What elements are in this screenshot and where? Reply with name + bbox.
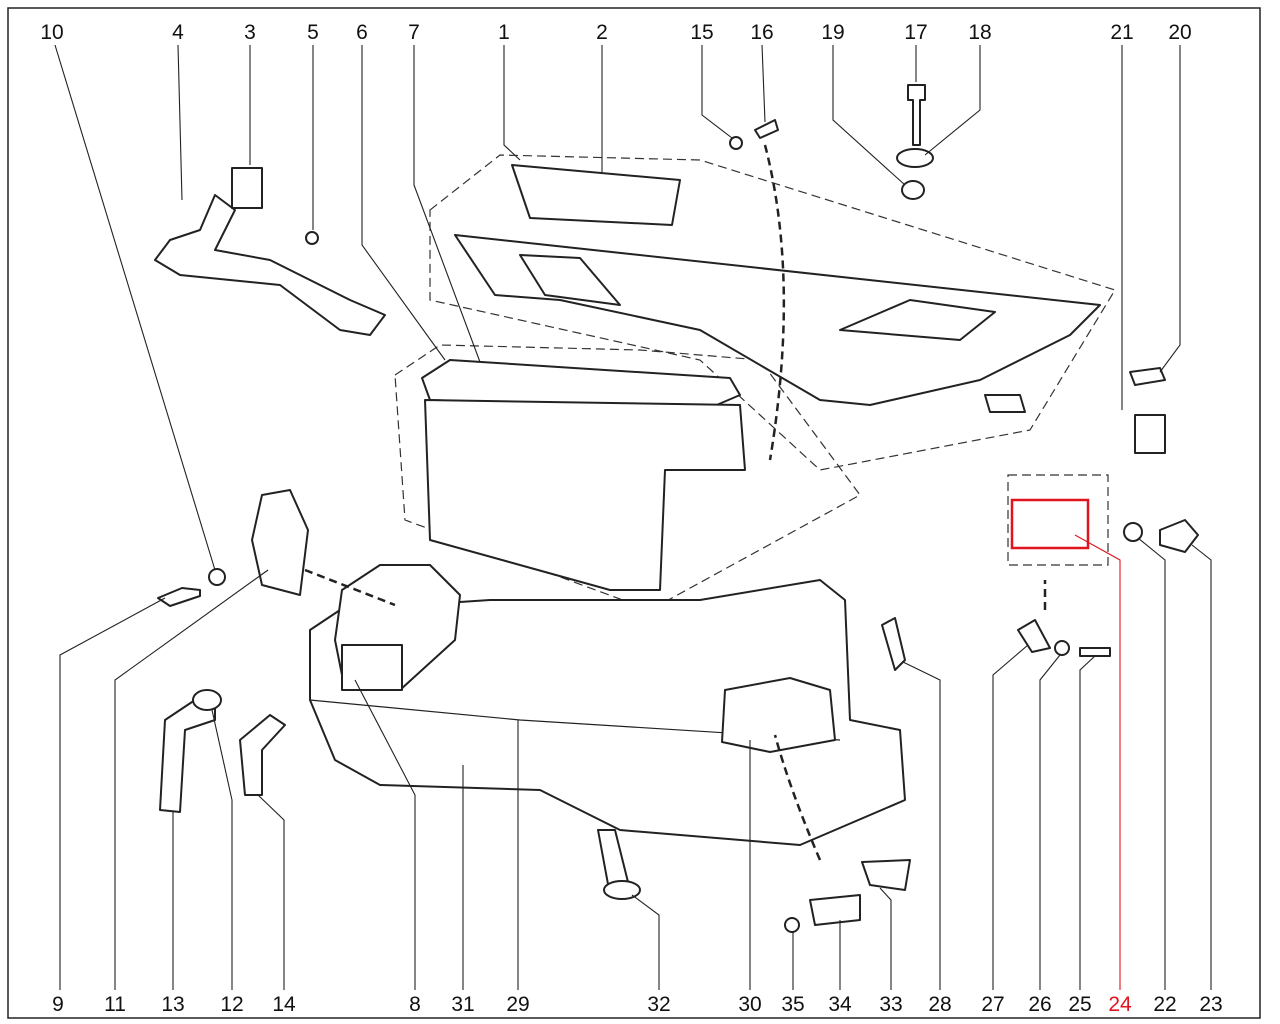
washer-18 <box>896 148 934 168</box>
top-callout-labels: 10 4 3 5 6 7 1 2 15 16 19 17 18 21 20 <box>40 21 1191 44</box>
leader-lines <box>54 44 1212 990</box>
nut-35 <box>784 917 800 933</box>
nut-19 <box>901 180 925 200</box>
hose-13 <box>159 699 216 813</box>
callout-11: 11 <box>104 993 126 1016</box>
callout-4: 4 <box>172 21 184 44</box>
blower-wheel <box>341 644 403 691</box>
bracket-11 <box>251 489 309 596</box>
callout-3: 3 <box>244 21 256 44</box>
upper-duct <box>454 234 1101 406</box>
callout-24-highlighted[interactable]: 24 <box>1108 993 1132 1016</box>
callout-34: 34 <box>828 993 852 1016</box>
clip-20 <box>1129 367 1166 386</box>
clamp-12 <box>192 689 222 711</box>
callout-18: 18 <box>968 21 991 44</box>
washer-26 <box>1054 640 1070 656</box>
pad-21 <box>1134 414 1166 454</box>
callout-16: 16 <box>750 21 773 44</box>
outlet-30 <box>721 677 836 753</box>
parts-illustration <box>154 84 1199 933</box>
callout-29: 29 <box>506 993 529 1016</box>
callout-19: 19 <box>821 21 844 44</box>
bolt-17 <box>907 84 926 146</box>
callout-10: 10 <box>40 21 63 44</box>
clip-34 <box>809 894 861 926</box>
callout-6: 6 <box>356 21 368 44</box>
flap-2 <box>511 164 681 226</box>
clip-27 <box>1017 619 1051 653</box>
connector-3 <box>231 167 263 209</box>
assembly-arrow-30 <box>773 734 822 861</box>
main-housing-29 <box>309 579 906 846</box>
callout-7: 7 <box>408 21 420 44</box>
washer-22 <box>1123 522 1143 542</box>
cap-23 <box>1159 519 1199 553</box>
callout-13: 13 <box>161 993 184 1016</box>
callout-27: 27 <box>981 993 1004 1016</box>
callout-30: 30 <box>738 993 761 1016</box>
upper-housing-outline <box>429 154 1116 471</box>
duct-vent-left <box>519 254 621 306</box>
diagram-frame <box>7 7 1261 1019</box>
callout-35: 35 <box>781 993 804 1016</box>
callout-5: 5 <box>307 21 319 44</box>
callout-17: 17 <box>904 21 927 44</box>
part-24-highlighted <box>1010 498 1090 550</box>
grommet-32 <box>603 880 641 900</box>
screw-25 <box>1079 647 1111 657</box>
washer-15 <box>729 136 743 150</box>
callout-12: 12 <box>220 993 243 1016</box>
clip-33 <box>861 859 911 891</box>
assembly-arrow-16 <box>763 144 786 461</box>
callout-20: 20 <box>1168 21 1191 44</box>
washer-10 <box>208 568 226 586</box>
callout-15: 15 <box>690 21 713 44</box>
duct-pipe <box>984 394 1026 413</box>
callout-26: 26 <box>1028 993 1051 1016</box>
assembly-arrow-11 <box>304 568 396 607</box>
callout-33: 33 <box>879 993 902 1016</box>
callout-2: 2 <box>596 21 608 44</box>
callout-25: 25 <box>1068 993 1091 1016</box>
callout-28: 28 <box>928 993 951 1016</box>
callout-1: 1 <box>498 21 510 44</box>
hose-14 <box>239 714 286 796</box>
nut-5 <box>305 231 319 245</box>
callout-23: 23 <box>1199 993 1222 1016</box>
duct-vent-right <box>839 299 996 341</box>
screw-9 <box>157 587 201 607</box>
callout-22: 22 <box>1153 993 1176 1016</box>
part-24-outline <box>1007 474 1109 566</box>
clip-28 <box>881 617 906 671</box>
filter-housing-6 <box>424 399 746 591</box>
bottom-callout-labels: 9 11 13 12 14 8 31 29 32 30 35 34 33 28 … <box>52 993 1223 1016</box>
screw-16 <box>754 119 779 139</box>
callout-9: 9 <box>52 993 64 1016</box>
callout-14: 14 <box>272 993 296 1016</box>
callout-31: 31 <box>451 993 474 1016</box>
callout-32: 32 <box>647 993 670 1016</box>
callout-21: 21 <box>1110 21 1133 44</box>
callout-8: 8 <box>409 993 421 1016</box>
bracket-4 <box>154 194 386 336</box>
